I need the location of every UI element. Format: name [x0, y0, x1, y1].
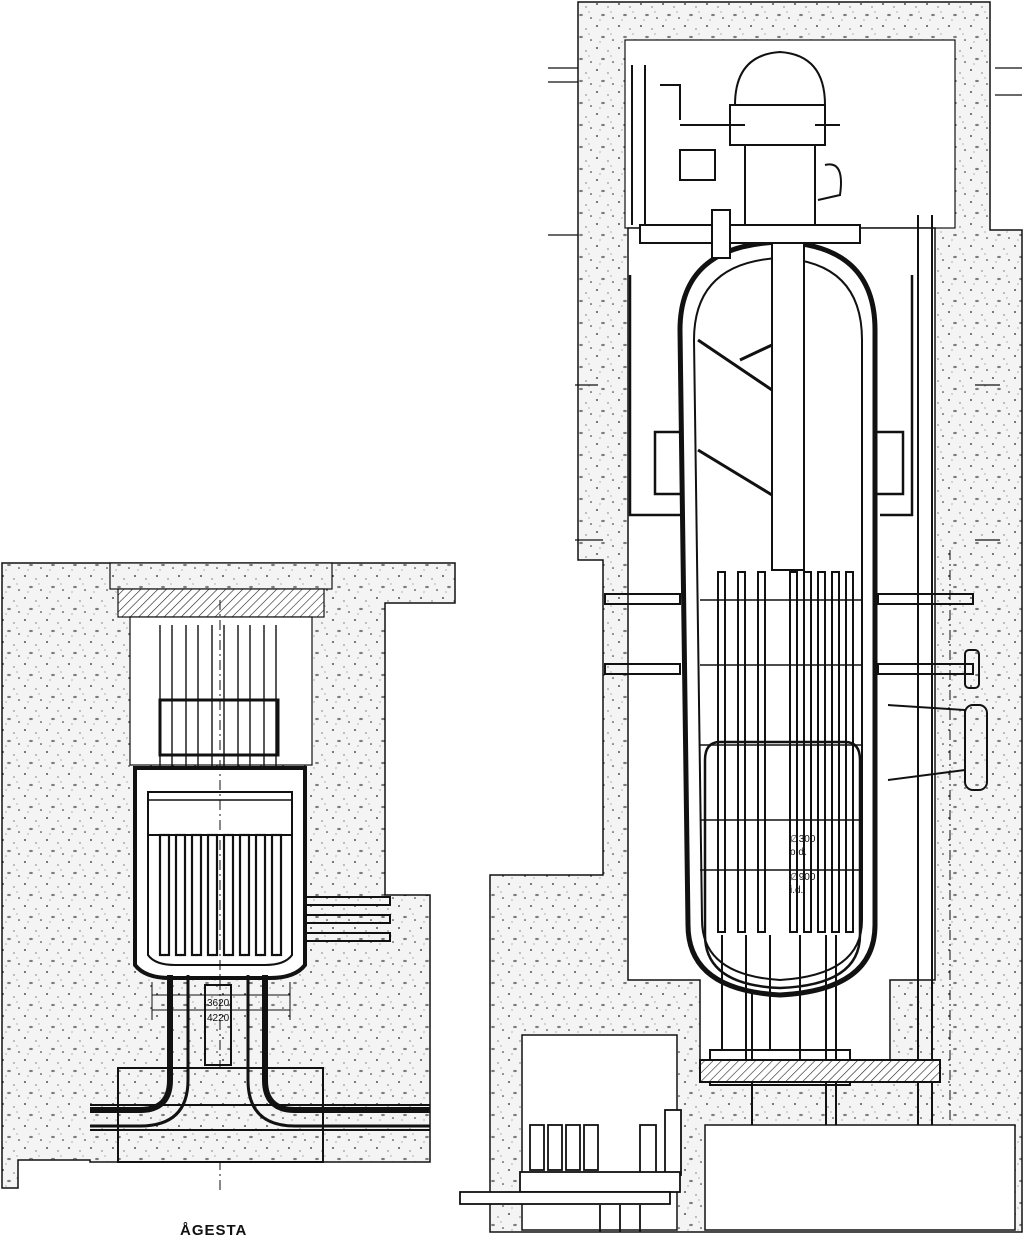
core-od-label: o.d.	[790, 847, 807, 858]
left-side-nozzles	[304, 896, 391, 942]
left-upper-cavity	[129, 616, 313, 766]
right-central-column	[771, 239, 805, 571]
right-reactor: ∅300 o.d. ∅900 i.d.	[459, 1, 1023, 1233]
right-instrument-tube	[917, 215, 951, 1225]
right-top-mechanism	[631, 50, 861, 259]
right-side-nozzles	[604, 593, 988, 791]
left-dimension-4220: 4220	[207, 1013, 230, 1024]
core-id-label: i.d.	[790, 885, 803, 896]
right-thermal-shield	[628, 275, 914, 517]
left-reactor: 3620 4220	[1, 562, 456, 1190]
left-outlet-pipes	[90, 975, 430, 1163]
left-top-plug-hatched	[117, 588, 325, 618]
right-core	[703, 740, 862, 990]
figure-caption: ÅGESTA	[180, 1222, 248, 1239]
structure-ledges	[548, 67, 1022, 541]
right-grid-plates	[700, 599, 862, 871]
left-dimension-3620: 3620	[207, 998, 230, 1009]
core-inner-diameter: ∅900	[790, 872, 816, 883]
right-lower-equipment	[459, 1109, 682, 1232]
right-internal-struts	[697, 338, 773, 497]
core-outer-diameter: ∅300	[790, 834, 816, 845]
right-fuel-channels	[717, 571, 854, 933]
left-top-plug	[109, 562, 333, 590]
left-reactor-vessel	[133, 766, 307, 980]
right-lower-room-right	[704, 1124, 1016, 1231]
